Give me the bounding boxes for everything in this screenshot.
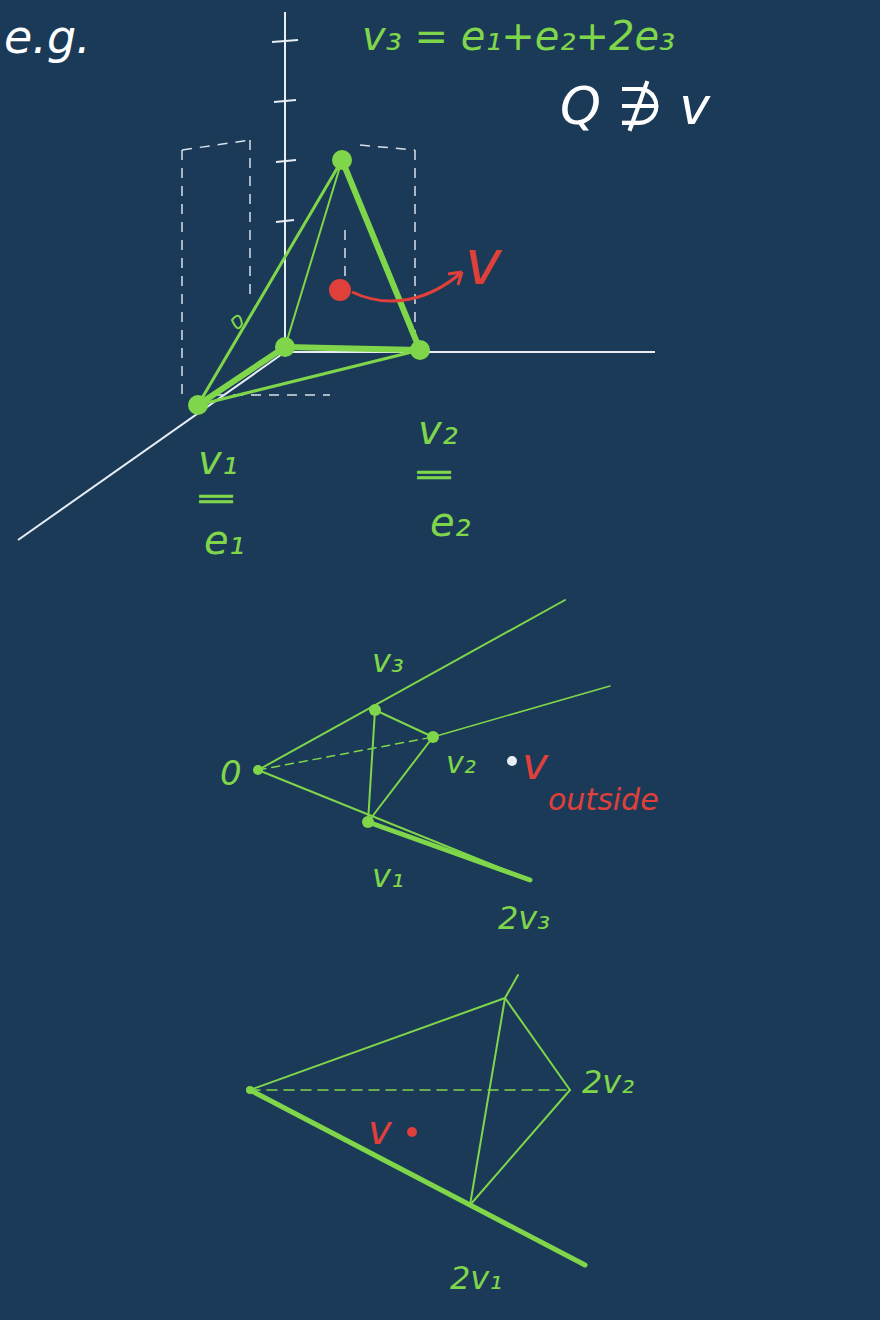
vertex-label: v₂ — [446, 748, 476, 778]
equation: v₃ = e₁+e₂+2e₃ — [362, 16, 675, 56]
scaled-cone — [246, 975, 585, 1265]
statement: Q ∌ v — [560, 80, 710, 132]
axes — [18, 12, 655, 540]
equals-sign: ‖ — [420, 467, 454, 484]
vertex-label: v₁ — [198, 440, 238, 480]
vertex-label: 2v₂ — [582, 1066, 634, 1098]
vertex-label: 2v₃ — [498, 902, 550, 934]
origin-label: 0 — [220, 756, 242, 790]
red-point — [407, 1127, 417, 1137]
vertex-label: v₂ — [418, 410, 458, 450]
subscript-note: outside — [548, 785, 659, 815]
tetrahedron — [188, 150, 430, 415]
red-point — [329, 272, 462, 301]
dashed-box — [182, 140, 415, 395]
vertex-label: v₃ — [372, 645, 404, 677]
equals-sign: ‖ — [202, 491, 236, 508]
vertex-label: 2v₁ — [450, 1262, 502, 1294]
vertex-label: e₂ — [430, 502, 471, 542]
vertex-label: v₁ — [372, 860, 404, 892]
point-label: v — [368, 1110, 392, 1150]
point-label: v — [522, 742, 548, 786]
point-label: v — [465, 232, 502, 294]
note-text: e.g. — [4, 14, 91, 60]
cone-figure — [253, 600, 610, 880]
outside-point — [507, 756, 517, 766]
vertex-label: e₁ — [204, 520, 245, 560]
